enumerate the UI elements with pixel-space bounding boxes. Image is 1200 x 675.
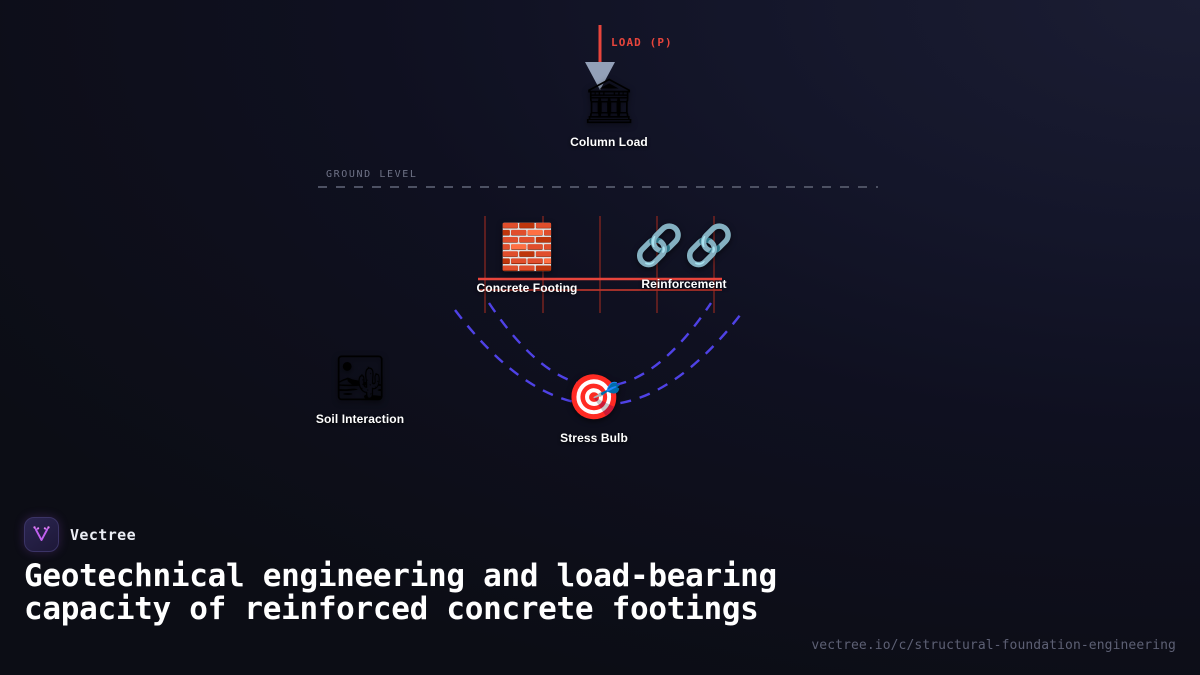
page-title: Geotechnical engineering and load-bearin… <box>24 558 777 627</box>
diagram-node-column-load[interactable]: 🏛 Column Load <box>529 76 689 150</box>
chain-link-icon: 🔗🔗 <box>634 224 734 268</box>
brick-wall-icon: 🧱 <box>499 223 555 272</box>
node-label-reinforcement: Reinforcement <box>641 277 727 291</box>
diagram-node-soil-interaction[interactable]: 🏜 Soil Interaction <box>280 353 440 427</box>
classical-building-icon: 🏛 <box>581 77 637 126</box>
node-label-concrete-footing: Concrete Footing <box>476 281 578 295</box>
target-icon: 🎯 <box>566 373 622 422</box>
vectree-glyph <box>33 526 50 541</box>
source-url: vectree.io/c/structural-foundation-engin… <box>811 638 1176 653</box>
diagram-node-stress-bulb[interactable]: 🎯 Stress Bulb <box>514 372 674 446</box>
diagram-node-concrete-footing[interactable]: 🧱 Concrete Footing <box>447 222 607 296</box>
footer: Vectree Geotechnical engineering and loa… <box>0 490 1200 675</box>
vectree-tree-logo-icon <box>24 517 59 552</box>
brand[interactable]: Vectree <box>24 517 136 552</box>
node-label-soil-interaction: Soil Interaction <box>315 412 405 426</box>
ground-level-label: GROUND LEVEL <box>326 169 418 180</box>
brand-name: Vectree <box>70 525 137 544</box>
diagram-node-reinforcement[interactable]: 🔗🔗 Reinforcement <box>604 222 764 291</box>
desert-icon: 🏜 <box>332 354 388 403</box>
load-label: LOAD (P) <box>611 36 673 49</box>
node-label-stress-bulb: Stress Bulb <box>560 431 628 445</box>
node-label-column-load: Column Load <box>570 135 648 149</box>
